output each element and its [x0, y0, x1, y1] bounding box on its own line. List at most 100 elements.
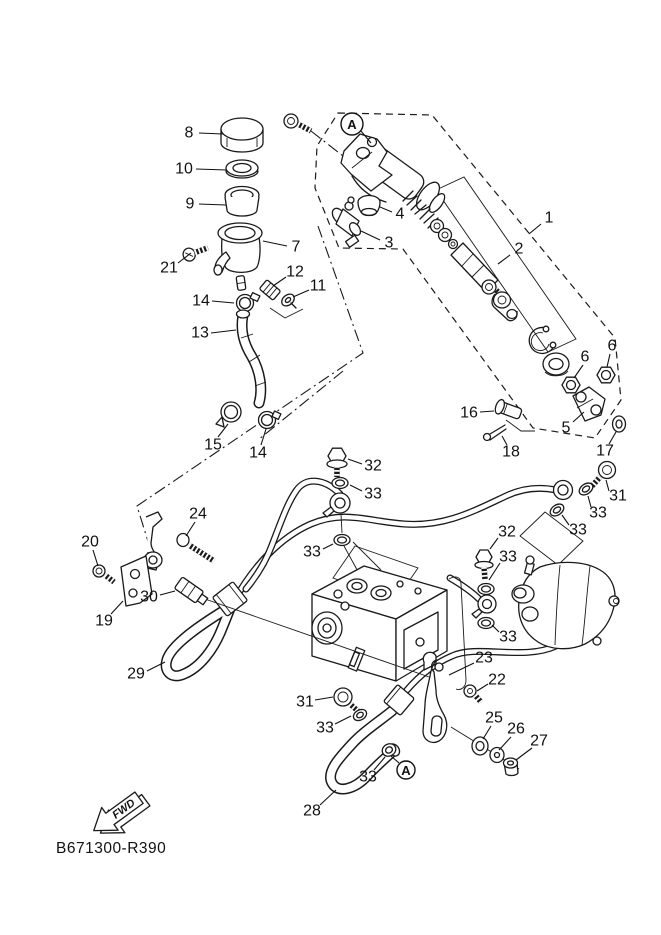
part-label-33: 33	[316, 720, 334, 737]
part-label-12: 12	[286, 264, 304, 281]
part-label-3: 3	[385, 235, 394, 252]
washer-part-33c	[578, 482, 594, 496]
washer-part-33b	[333, 533, 351, 547]
washer-part-33h	[381, 743, 397, 757]
part-label-9: 9	[186, 196, 195, 213]
part-label-32: 32	[364, 458, 382, 475]
leader-line-33	[373, 756, 386, 771]
leader-line-19	[110, 600, 124, 615]
part-label-31: 31	[296, 694, 314, 711]
leader-line-24	[185, 521, 196, 537]
assembly-1-dashed-outline	[314, 112, 622, 439]
bracket-part-19	[120, 511, 163, 607]
leader-line-9	[198, 203, 227, 206]
leader-line-21	[177, 252, 192, 264]
part-label-22: 22	[488, 672, 506, 689]
pipe-end-eye	[552, 479, 574, 501]
washer-part-26	[489, 746, 505, 764]
callout-circle-A	[396, 760, 416, 780]
callout-label-A: A	[401, 763, 411, 778]
leader-line-7	[262, 240, 288, 247]
part-label-6: 6	[608, 338, 617, 355]
leader-line-2	[497, 254, 511, 265]
abs-motor	[311, 611, 343, 645]
cup-seal	[491, 291, 518, 322]
clamp-part-15	[215, 401, 242, 428]
drawing-code: B671300-R390	[56, 840, 166, 857]
mounting-bolt	[283, 113, 313, 134]
leader-line-6	[573, 364, 584, 379]
part-label-31: 31	[609, 488, 627, 505]
leader-line-33	[349, 484, 363, 492]
part-label-15: 15	[204, 437, 222, 454]
part-label-13: 13	[191, 325, 209, 342]
part-label-33: 33	[303, 544, 321, 561]
leader-line-33	[488, 562, 501, 581]
part-label-6: 6	[581, 349, 590, 366]
callout-circle-A	[340, 112, 364, 136]
mount-pointer	[269, 307, 304, 319]
leader-line-22	[476, 683, 489, 692]
connector-part-30	[174, 576, 209, 606]
nut-part-6a	[561, 376, 581, 394]
leader-line-14	[211, 300, 235, 304]
piston-washer	[481, 279, 497, 295]
leader-line-18	[501, 435, 508, 446]
diaphragm-plate-part-10	[225, 159, 259, 179]
part-label-27: 27	[530, 733, 548, 750]
part-label-30: 30	[140, 589, 158, 606]
reservoir-group	[182, 117, 304, 430]
abs-bracket-strip	[448, 576, 467, 690]
cotter-pin-part-18	[482, 424, 507, 442]
part-label-24: 24	[189, 506, 207, 523]
leader-line-28	[319, 789, 337, 806]
part-label-7: 7	[292, 239, 301, 256]
part-label-11: 11	[310, 278, 327, 295]
caliper-bracket-group	[422, 659, 520, 777]
part-label-25: 25	[485, 710, 503, 727]
leader-line-4	[379, 206, 393, 213]
screw-part-24	[176, 532, 216, 564]
leader-line-32	[489, 537, 499, 550]
screw-part-20	[92, 564, 116, 585]
bolt-axis-line	[310, 130, 353, 164]
part-label-28: 28	[303, 803, 321, 820]
leader-line-29	[146, 661, 166, 672]
caliper-eye	[471, 594, 497, 619]
boot-cap-part-4	[357, 194, 381, 217]
pipe-eye	[322, 492, 351, 518]
circlip	[528, 325, 557, 355]
clevis-part-5	[572, 386, 606, 422]
screw-part-22	[463, 684, 484, 704]
washer-part-33a	[331, 476, 349, 490]
bleed-nipple	[523, 555, 535, 576]
joint-part-3	[331, 196, 362, 248]
hose-28-fitting	[383, 684, 415, 716]
pin-part-16	[494, 398, 523, 420]
part-label-16: 16	[460, 405, 478, 422]
part-label-10: 10	[175, 161, 193, 178]
abs-unit-group	[311, 565, 467, 690]
leader-line-17	[608, 431, 617, 445]
part-label-33: 33	[499, 549, 517, 566]
part-label-19: 19	[95, 613, 113, 630]
washer-part-17	[611, 415, 627, 433]
leader-line-12	[272, 276, 287, 287]
leader-line-33	[322, 543, 334, 550]
nut-part-6b	[596, 366, 616, 384]
plug-part-11	[281, 293, 297, 309]
part-label-33: 33	[364, 486, 382, 503]
part-label-8: 8	[185, 125, 194, 142]
clamp-pointer	[204, 598, 433, 679]
leader-line-6	[606, 353, 611, 368]
part-label-33: 33	[499, 629, 517, 646]
caliper-group	[471, 460, 620, 650]
lower-banjo-group	[333, 687, 397, 757]
leader-line-30	[159, 590, 176, 596]
washer-part-33g	[352, 708, 368, 722]
leader-line-13	[210, 329, 237, 334]
leader-line-11	[292, 289, 310, 298]
leader-line-15	[217, 423, 229, 438]
leader-line-5	[572, 411, 585, 423]
